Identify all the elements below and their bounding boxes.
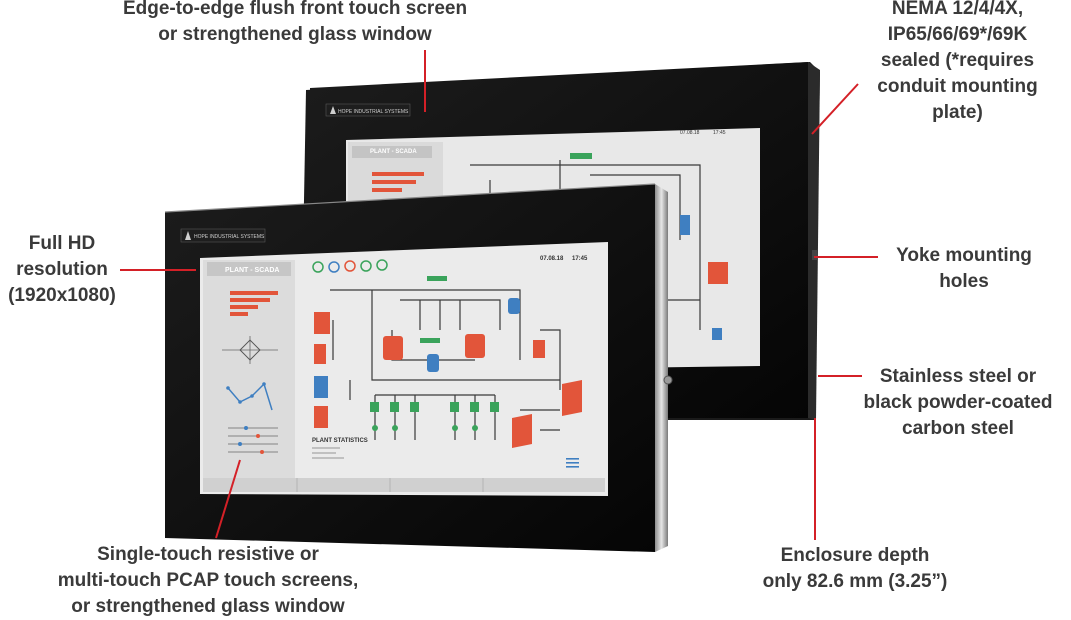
reactor-orange xyxy=(383,336,403,360)
valve-row xyxy=(370,402,499,431)
hopper-orange xyxy=(562,380,582,416)
back-logo-text: HOPE INDUSTRIAL SYSTEMS xyxy=(338,109,409,115)
screen-title-bar xyxy=(207,262,291,276)
tank-orange xyxy=(533,340,545,358)
back-valve xyxy=(570,153,592,159)
front-screen xyxy=(200,242,608,496)
tank-orange xyxy=(314,344,326,364)
callout-front-screen-line: Edge-to-edge flush front touch screen xyxy=(122,0,468,19)
back-tank xyxy=(680,215,690,235)
callout-nema-line: sealed (*requires xyxy=(880,50,1035,71)
reactor-blue xyxy=(427,354,439,372)
callout-stainless-line: carbon steel xyxy=(902,418,1014,439)
yoke-hole xyxy=(812,250,817,260)
sidebar-line-points xyxy=(226,382,266,404)
slider-knob xyxy=(256,434,260,438)
front-logo-icon xyxy=(185,231,191,240)
back-screen-menu xyxy=(712,328,722,340)
callout-depth-line: Enclosure depth xyxy=(780,545,930,566)
callout-nema-line: plate) xyxy=(932,102,983,123)
tank-blue xyxy=(508,298,520,314)
callout-yoke: Yoke mounting holes xyxy=(872,243,1056,295)
back-tank xyxy=(708,262,728,284)
back-bar xyxy=(372,180,416,184)
callout-full-hd-line: resolution xyxy=(16,259,108,280)
sidebar-bar xyxy=(230,291,278,295)
callout-depth: Enclosure depth only 82.6 mm (3.25”) xyxy=(730,543,980,595)
callout-touch-type-line: or strengthened glass window xyxy=(71,596,345,617)
callout-stainless-line: Stainless steel or xyxy=(879,366,1037,387)
callout-stainless-line: black powder-coated xyxy=(863,392,1053,413)
callout-nema: NEMA 12/4/4X, IP65/66/69*/69K sealed (*r… xyxy=(850,0,1065,126)
back-panel-edge xyxy=(808,62,820,420)
yoke-knob xyxy=(663,375,673,385)
screen-title: PLANT - SCADA xyxy=(225,267,279,274)
callout-yoke-line: holes xyxy=(939,271,989,292)
callout-lines xyxy=(120,50,878,540)
slider-knob xyxy=(238,442,242,446)
back-bar xyxy=(372,172,424,176)
callout-stainless: Stainless steel or black powder-coated c… xyxy=(848,364,1068,442)
status-icons xyxy=(312,259,388,273)
tank-orange xyxy=(314,406,328,428)
sidebar-bar xyxy=(230,305,258,309)
callout-touch-type-line: multi-touch PCAP touch screens, xyxy=(57,570,359,591)
back-bar xyxy=(372,188,402,192)
callout-front-screen: Edge-to-edge flush front touch screen or… xyxy=(80,0,510,48)
widget-diamond xyxy=(239,339,261,361)
front-logo-plate xyxy=(180,228,266,243)
slider-knob xyxy=(260,450,264,454)
back-logo-plate xyxy=(325,103,411,117)
callout-depth-line: only 82.6 mm (3.25”) xyxy=(762,571,948,592)
callout-full-hd-line: (1920x1080) xyxy=(8,285,116,306)
sidebar-bar xyxy=(230,312,248,316)
callout-yoke-line: Yoke mounting xyxy=(896,245,1032,266)
callout-nema-line: conduit mounting xyxy=(877,76,1038,97)
callout-nema-line: IP65/66/69*/69K xyxy=(887,24,1028,45)
hopper-orange xyxy=(512,414,532,448)
screen-nav-dividers xyxy=(296,478,484,492)
callout-full-hd-line: Full HD xyxy=(28,233,96,254)
back-screen-title-bar xyxy=(352,146,432,158)
callout-touch-type-line: Single-touch resistive or xyxy=(97,544,319,565)
front-panel: HOPE INDUSTRIAL SYSTEMS PLANT - SCADA xyxy=(164,183,673,552)
callout-full-hd: Full HD resolution (1920x1080) xyxy=(0,231,126,309)
back-date: 07.08.18 xyxy=(680,130,700,136)
screen-date: 07.08.18 xyxy=(540,256,564,262)
tank-orange xyxy=(314,312,330,334)
tank-blue xyxy=(314,376,328,398)
line-touch-type xyxy=(215,459,241,539)
valve-green xyxy=(420,338,440,343)
line-nema xyxy=(811,83,859,135)
screen-nav-bar xyxy=(203,478,605,492)
back-logo-icon xyxy=(330,106,336,114)
front-panel-steel-edge xyxy=(655,184,668,552)
plant-statistics-heading: PLANT STATISTICS xyxy=(312,438,368,444)
sidebar-sliders xyxy=(228,427,278,453)
menu-icon xyxy=(566,458,579,468)
stats-lines xyxy=(312,447,344,459)
back-time: 17:45 xyxy=(713,130,726,136)
reactor-orange xyxy=(465,334,485,358)
callout-nema-line: NEMA 12/4/4X, xyxy=(891,0,1024,19)
callout-front-screen-line: or strengthened glass window xyxy=(158,24,432,45)
sidebar-bar xyxy=(230,298,270,302)
front-logo-text: HOPE INDUSTRIAL SYSTEMS xyxy=(194,234,265,240)
valve-green xyxy=(427,276,447,281)
screen-time: 17:45 xyxy=(572,256,588,262)
slider-knob xyxy=(244,426,248,430)
callout-touch-type: Single-touch resistive or multi-touch PC… xyxy=(28,542,388,620)
back-screen-title: PLANT - SCADA xyxy=(370,149,417,155)
bezel-top-edge xyxy=(164,183,656,213)
